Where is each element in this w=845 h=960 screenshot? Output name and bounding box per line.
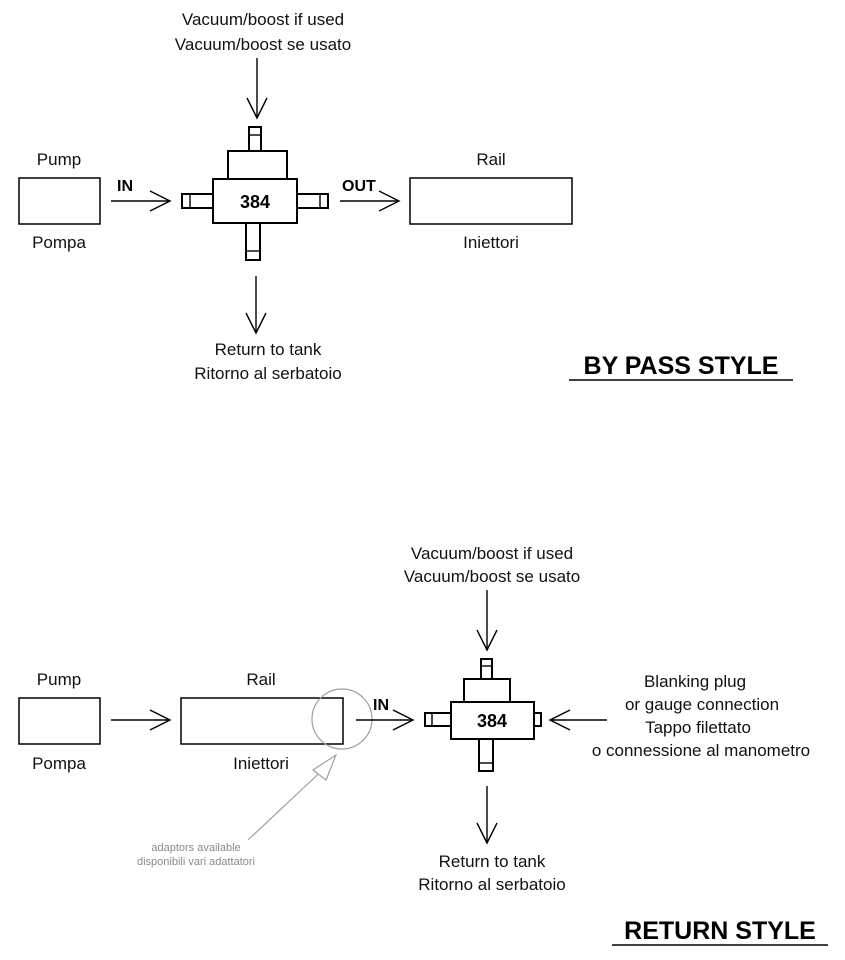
bypass-pump-box (18, 177, 101, 225)
bypass-rail-box (409, 177, 573, 225)
return-blanking-label-en-2: or gauge connection (625, 695, 779, 714)
return-regulator-cap (463, 678, 511, 704)
bypass-regulator-body (212, 178, 298, 224)
return-regulator-top-nipple (480, 658, 493, 681)
return-regulator-blanking-plug (533, 712, 542, 727)
bypass-pump-label-it: Pompa (32, 233, 86, 252)
return-adaptor-pointer-line (247, 762, 331, 841)
return-in-label: IN (373, 697, 389, 714)
return-style-title: RETURN STYLE (624, 917, 816, 945)
bypass-rail-label-it: Iniettori (463, 233, 519, 252)
return-regulator-inlet-nipple (424, 712, 452, 727)
bypass-regulator-number: 384 (240, 192, 270, 212)
return-regulator: 384 (424, 658, 542, 772)
return-adaptor-pointer-arrow (311, 753, 338, 781)
return-blanking-label-it-2: o connessione al manometro (592, 741, 810, 760)
bypass-style-title: BY PASS STYLE (584, 352, 779, 380)
return-regulator-return-nipple (478, 738, 494, 772)
return-blanking-label-en-1: Blanking plug (644, 672, 746, 691)
bypass-in-label: IN (117, 178, 133, 195)
bypass-regulator: 384 (181, 126, 329, 261)
bypass-rail-label-en: Rail (476, 150, 505, 169)
return-blanking-label-it-1: Tappo filettato (645, 718, 751, 737)
return-pump-label-en: Pump (37, 670, 81, 689)
return-pump-label-it: Pompa (32, 754, 86, 773)
return-adaptor-highlight-circle (311, 688, 373, 750)
return-return-label-it: Ritorno al serbatoio (418, 875, 565, 894)
return-adaptors-label-en: adaptors available (151, 842, 240, 854)
bypass-out-label: OUT (342, 178, 376, 195)
return-vacuum-label-it: Vacuum/boost se usato (404, 567, 580, 586)
return-rail-box (180, 697, 344, 745)
bypass-pump-label-en: Pump (37, 150, 81, 169)
bypass-return-label-en: Return to tank (215, 340, 322, 359)
return-regulator-number: 384 (477, 711, 507, 731)
bypass-regulator-inlet-nipple (181, 193, 214, 209)
bypass-section: Vacuum/boost if used Vacuum/boost se usa… (18, 10, 793, 383)
bypass-return-label-it: Ritorno al serbatoio (194, 364, 341, 383)
return-vacuum-label-en: Vacuum/boost if used (411, 544, 573, 563)
bypass-vacuum-label-en: Vacuum/boost if used (182, 10, 344, 29)
bypass-regulator-return-nipple (245, 222, 261, 261)
bypass-vacuum-label-it: Vacuum/boost se usato (175, 35, 351, 54)
return-pump-box (18, 697, 101, 745)
return-section: Vacuum/boost if used Vacuum/boost se usa… (18, 544, 828, 946)
return-rail-label-en: Rail (246, 670, 275, 689)
return-adaptors-label-it: disponibili vari adattatori (137, 856, 255, 868)
return-regulator-body (450, 701, 535, 740)
return-return-label-en: Return to tank (439, 852, 546, 871)
bypass-regulator-outlet-nipple (296, 193, 329, 209)
bypass-regulator-cap (227, 150, 288, 181)
return-rail-label-it: Iniettori (233, 754, 289, 773)
bypass-regulator-top-nipple (248, 126, 262, 153)
